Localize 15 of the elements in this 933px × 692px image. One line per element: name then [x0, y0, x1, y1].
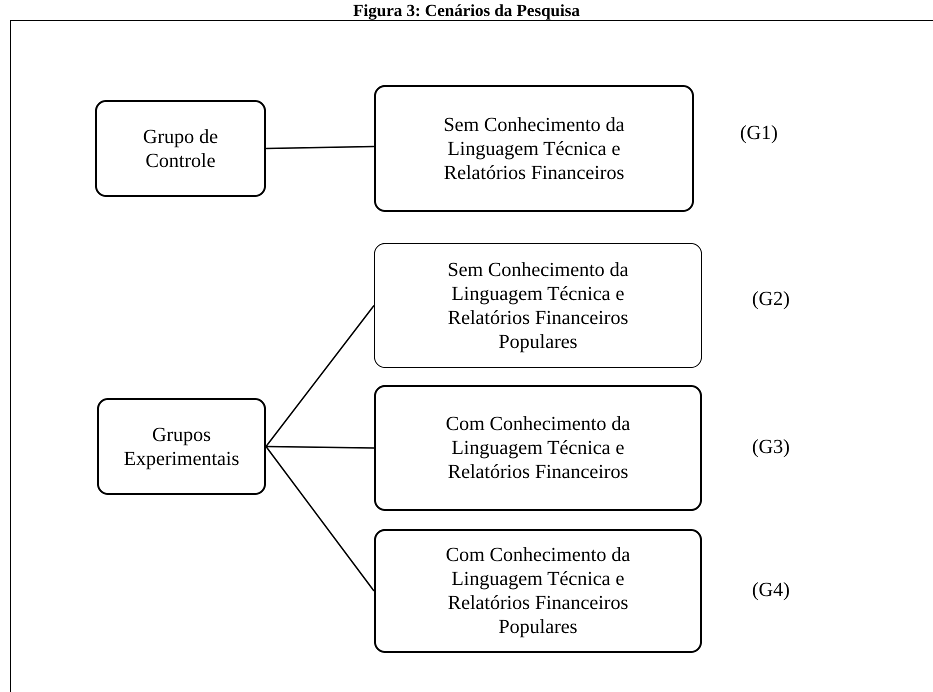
figure-title: Figura 3: Cenários da Pesquisa — [352, 1, 581, 21]
process-box: Sem Conhecimento da Linguagem Técnica e Relatórios Financeiros Populares — [374, 243, 702, 368]
connector-line — [265, 446, 375, 592]
process-box: Grupo de Controle — [95, 100, 266, 197]
group-label: (G2) — [752, 288, 790, 311]
connector-line — [266, 446, 374, 449]
process-box: Com Conhecimento da Linguagem Técnica e Relatórios Financeiros — [374, 385, 702, 511]
process-box: Com Conhecimento da Linguagem Técnica e Relatórios Financeiros Populares — [374, 529, 702, 653]
process-box: Grupos Experimentais — [97, 398, 266, 495]
connector-line — [265, 305, 375, 447]
group-label: (G3) — [752, 436, 790, 459]
connector-line — [266, 146, 374, 150]
process-box: Sem Conhecimento da Linguagem Técnica e Relatórios Financeiros — [374, 85, 694, 212]
group-label: (G4) — [752, 579, 790, 602]
group-label: (G1) — [740, 122, 778, 145]
